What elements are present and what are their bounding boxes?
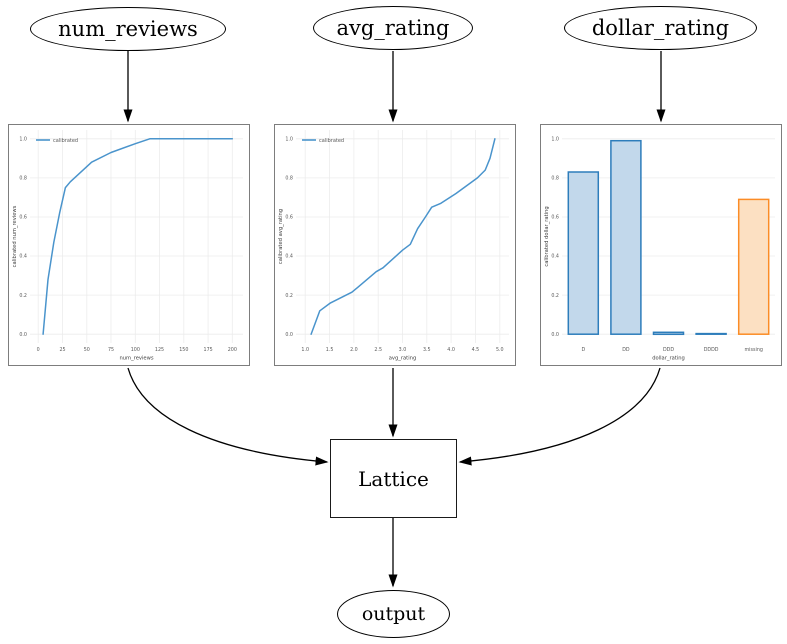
y-tick-label: 0.8 bbox=[551, 176, 559, 182]
y-tick-label: 1.0 bbox=[19, 137, 27, 143]
node-avg-rating: avg_rating bbox=[313, 6, 473, 50]
calibrated-line-series bbox=[42, 138, 234, 335]
node-lattice-label: Lattice bbox=[358, 466, 429, 491]
node-lattice: Lattice bbox=[330, 439, 457, 518]
x-tick-label: 125 bbox=[155, 347, 164, 353]
y-axis-label: calibrated num_reviews bbox=[12, 205, 18, 267]
node-num-reviews: num_reviews bbox=[30, 7, 226, 51]
x-tick-label: DDDD bbox=[704, 347, 719, 353]
y-tick-label: 0.6 bbox=[285, 215, 293, 221]
legend-label: calibrated bbox=[319, 138, 344, 144]
grid bbox=[296, 130, 509, 343]
x-axis-label: dollar_rating bbox=[652, 356, 685, 362]
x-tick-label: 75 bbox=[108, 347, 114, 353]
y-tick-label: 0.0 bbox=[551, 332, 559, 338]
node-num-reviews-label: num_reviews bbox=[58, 17, 198, 41]
x-axis-label: num_reviews bbox=[119, 356, 153, 362]
node-output: output bbox=[337, 590, 450, 638]
x-tick-label: 1.5 bbox=[326, 347, 334, 353]
y-tick-label: 0.4 bbox=[285, 254, 293, 260]
x-axis-label: avg_rating bbox=[389, 356, 417, 362]
y-tick-label: 1.0 bbox=[551, 137, 559, 143]
y-tick-label: 1.0 bbox=[285, 137, 293, 143]
x-tick-label: 4.0 bbox=[447, 347, 455, 353]
legend: calibrated bbox=[302, 138, 344, 144]
x-tick-label: DDD bbox=[663, 347, 674, 353]
y-tick-label: 0.6 bbox=[551, 215, 559, 221]
x-tick-label: 3.0 bbox=[399, 347, 407, 353]
x-tick-label: 1.0 bbox=[301, 347, 309, 353]
node-dollar-rating-label: dollar_rating bbox=[591, 16, 730, 40]
y-tick-label: 0.4 bbox=[19, 254, 27, 260]
y-tick-label: 0.6 bbox=[19, 215, 27, 221]
num-reviews-calibration-plot: calibrated 0 25 50 75 100 125 150 175 200 0.0 0.2 0.… bbox=[12, 130, 243, 362]
x-tick-label: 200 bbox=[228, 347, 237, 353]
num-reviews-calibration-chart: calibrated 0 25 50 75 100 125 150 175 200 0.0 0.2 0.… bbox=[8, 124, 250, 366]
node-avg-rating-label: avg_rating bbox=[336, 16, 450, 40]
legend: calibrated bbox=[36, 138, 78, 144]
x-tick-label: 5.0 bbox=[496, 347, 504, 353]
avg-rating-calibration-chart: calibrated 1.0 1.5 2.0 2.5 3.0 3.5 4.0 4.5 5.0 0.0… bbox=[274, 124, 516, 366]
x-tick-label: 2.0 bbox=[350, 347, 358, 353]
y-axis-label: calibrated dollar_rating bbox=[544, 206, 550, 266]
bar-series bbox=[567, 139, 770, 336]
calibrated-line-series bbox=[310, 138, 496, 335]
edge-dollar-rating-calibrator-to-lattice bbox=[458, 367, 661, 466]
x-tick-label: 150 bbox=[179, 347, 188, 353]
x-tick-label: 175 bbox=[204, 347, 213, 353]
y-tick-label: 0.2 bbox=[551, 293, 559, 299]
y-axis-label: calibrated avg_rating bbox=[278, 209, 284, 264]
y-tick-label: 0.2 bbox=[19, 293, 27, 299]
node-output-label: output bbox=[361, 603, 426, 625]
edge-num-reviews-calibrator-to-lattice bbox=[127, 367, 329, 466]
y-tick-label: 0.0 bbox=[19, 332, 27, 338]
x-tick-label: D bbox=[581, 347, 585, 353]
y-tick-label: 0.8 bbox=[19, 176, 27, 182]
x-tick-label: missing bbox=[744, 347, 762, 353]
y-tick-label: 0.8 bbox=[285, 176, 293, 182]
y-tick-label: 0.0 bbox=[285, 332, 293, 338]
avg-rating-calibration-plot: calibrated 1.0 1.5 2.0 2.5 3.0 3.5 4.0 4.5 5.0 0.0… bbox=[278, 130, 509, 362]
x-tick-label: 3.5 bbox=[423, 347, 431, 353]
y-tick-label: 0.4 bbox=[551, 254, 559, 260]
legend-label: calibrated bbox=[53, 138, 78, 144]
x-tick-label: 2.5 bbox=[374, 347, 382, 353]
x-tick-label: 50 bbox=[84, 347, 90, 353]
grid bbox=[30, 130, 243, 343]
x-tick-label: 4.5 bbox=[472, 347, 480, 353]
x-tick-label: 25 bbox=[59, 347, 65, 353]
y-tick-label: 0.2 bbox=[285, 293, 293, 299]
x-tick-label: 0 bbox=[37, 347, 40, 353]
x-tick-label: DD bbox=[622, 347, 630, 353]
node-dollar-rating: dollar_rating bbox=[564, 6, 757, 50]
x-tick-label: 100 bbox=[131, 347, 140, 353]
